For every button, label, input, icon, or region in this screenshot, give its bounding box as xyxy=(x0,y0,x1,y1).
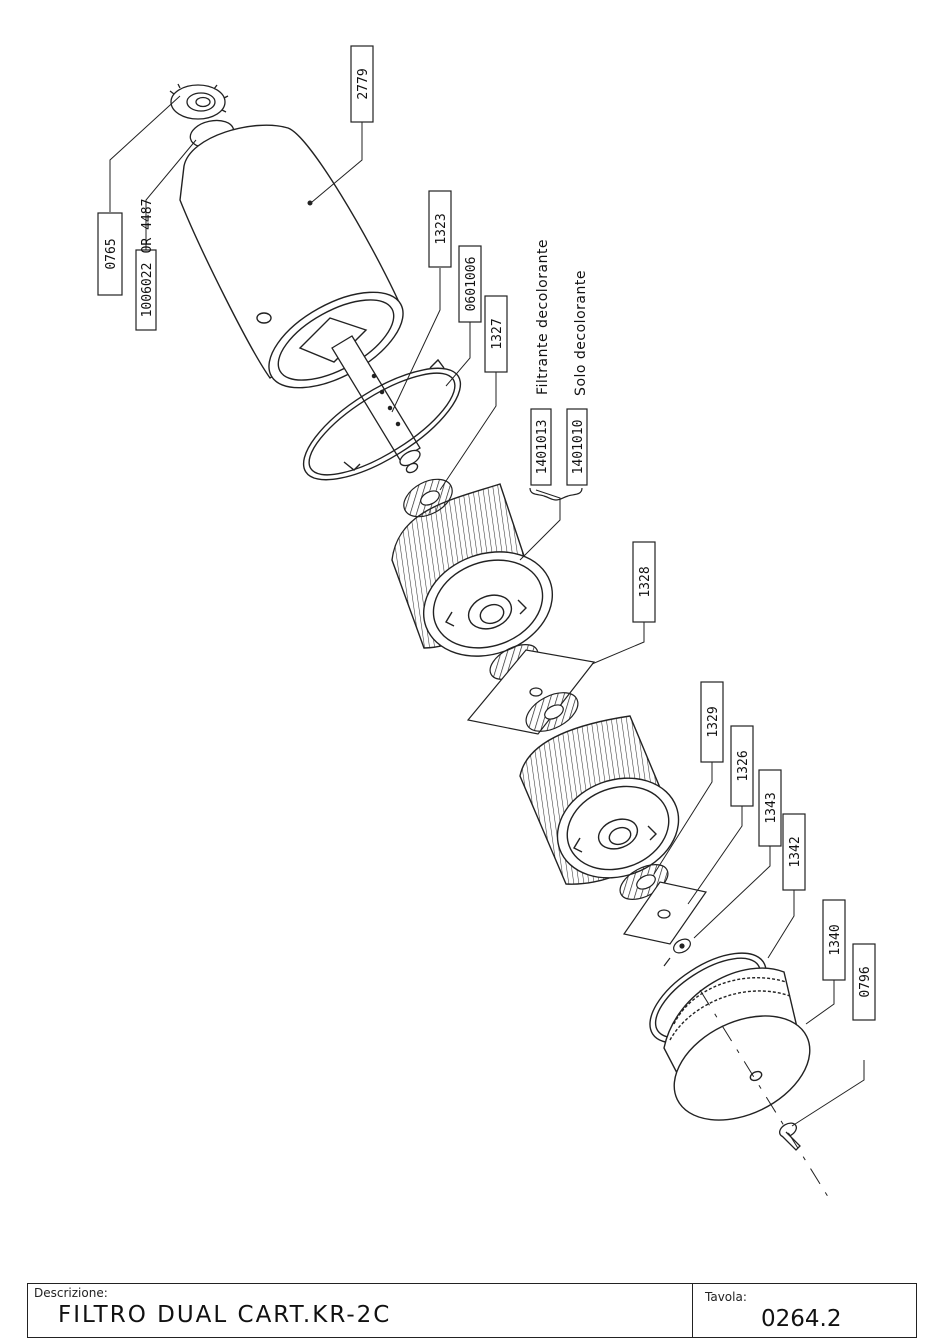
callout-1401013: 1401013 xyxy=(531,409,551,485)
callout-1327: 1327 xyxy=(485,296,507,372)
callout-1006022-label: 1006022 xyxy=(140,263,155,318)
callout-1326-label: 1326 xyxy=(736,750,751,781)
table-number-label: Tavola: xyxy=(705,1290,747,1304)
callout-1327-label: 1327 xyxy=(490,318,505,349)
title-block: Descrizione: FILTRO DUAL CART.KR-2C Tavo… xyxy=(27,1283,917,1338)
callout-1328-label: 1328 xyxy=(638,566,653,597)
callout-1326: 1326 xyxy=(731,726,753,806)
note-solo: Solo decolorante xyxy=(573,270,589,396)
callout-or4487-label: OR 4487 xyxy=(140,199,155,254)
part-base-1340 xyxy=(657,968,827,1141)
callout-1401013-label: 1401013 xyxy=(535,420,550,475)
callout-or4487: OR 4487 xyxy=(140,199,155,254)
callout-1340-label: 1340 xyxy=(828,924,843,955)
callout-0796: 0796 xyxy=(853,944,875,1020)
callout-1328: 1328 xyxy=(633,542,655,622)
note-filtrante: Filtrante decolorante xyxy=(535,239,551,395)
part-housing-bowl xyxy=(180,125,418,407)
callout-2779: 2779 xyxy=(351,46,373,122)
callout-1329-label: 1329 xyxy=(706,706,721,737)
description-value: FILTRO DUAL CART.KR-2C xyxy=(58,1302,391,1328)
callout-1323: 1323 xyxy=(429,191,451,267)
callout-1342: 1342 xyxy=(783,814,805,890)
callout-1323-label: 1323 xyxy=(434,213,449,244)
callout-0765-label: 0765 xyxy=(104,238,119,269)
description-label: Descrizione: xyxy=(34,1286,108,1300)
grouping-brace xyxy=(530,488,582,500)
callout-1343: 1343 xyxy=(759,770,781,846)
part-central-tube xyxy=(332,336,423,474)
callout-1401010-label: 1401010 xyxy=(571,420,586,475)
part-filter-cartridge-lower xyxy=(520,716,693,894)
callout-0765: 0765 xyxy=(98,213,122,295)
callout-1340: 1340 xyxy=(823,900,845,980)
table-number-cell: Tavola: 0264.2 xyxy=(693,1284,918,1337)
callout-1329: 1329 xyxy=(701,682,723,762)
callout-0601006: 0601006 xyxy=(459,246,481,322)
callout-1343-label: 1343 xyxy=(764,792,779,823)
callout-2779-label: 2779 xyxy=(356,68,371,99)
description-cell: Descrizione: FILTRO DUAL CART.KR-2C xyxy=(28,1284,693,1337)
callout-1006022: 1006022 xyxy=(136,250,156,330)
callout-1401010: 1401010 xyxy=(567,409,587,485)
part-cap-nut xyxy=(170,84,228,119)
callout-0601006-label: 0601006 xyxy=(464,257,479,312)
table-number-value: 0264.2 xyxy=(761,1306,841,1332)
callout-0796-label: 0796 xyxy=(858,966,873,997)
note-solo-text: Solo decolorante xyxy=(573,270,589,396)
note-filtrante-text: Filtrante decolorante xyxy=(535,239,551,395)
callout-1342-label: 1342 xyxy=(788,836,803,867)
